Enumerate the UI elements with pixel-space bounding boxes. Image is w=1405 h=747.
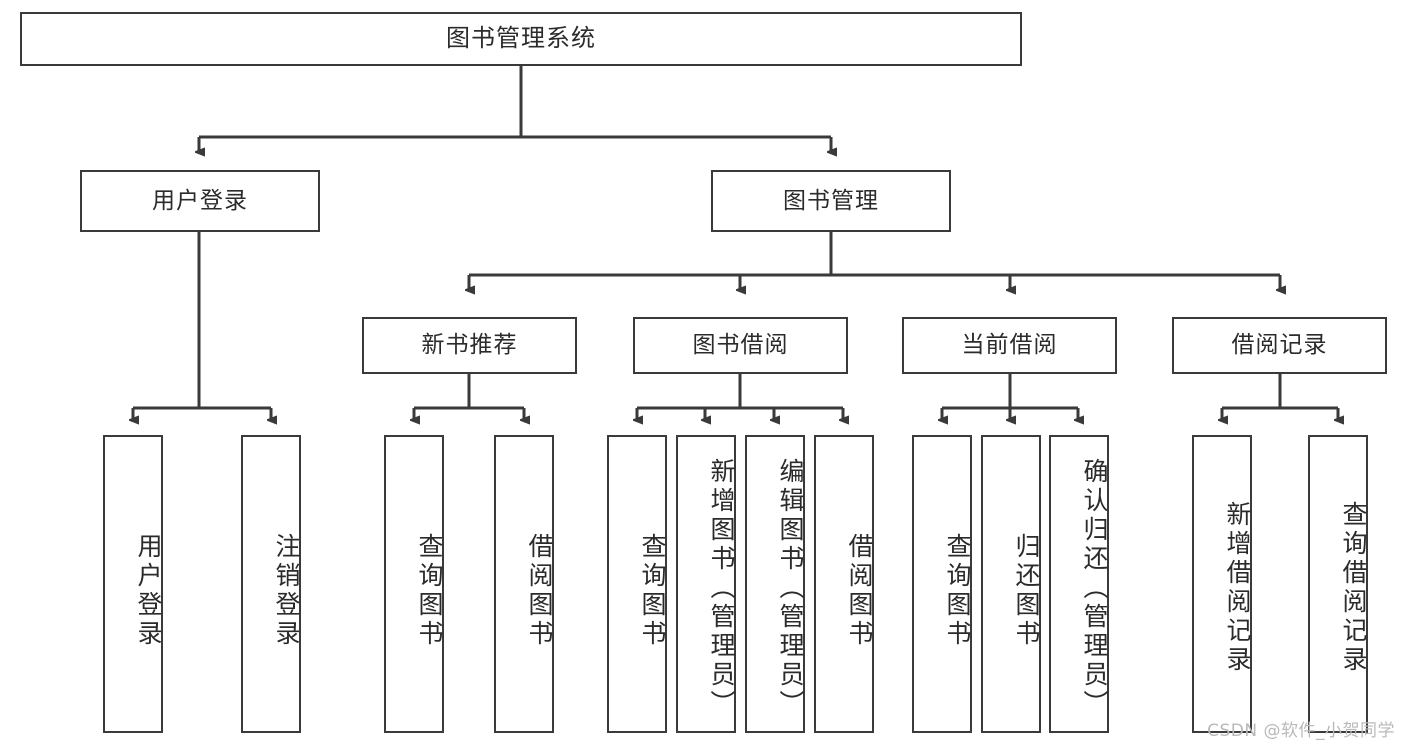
leaf-add-borrow-record[interactable]: 新增借阅记录 <box>1192 435 1252 733</box>
node-label: 借阅图书 <box>525 533 554 649</box>
node-borrow-records[interactable]: 借阅记录 <box>1172 317 1387 374</box>
node-current-borrow[interactable]: 当前借阅 <box>902 317 1117 374</box>
node-label: 借阅记录 <box>1231 332 1328 359</box>
node-new-book-recommendation[interactable]: 新书推荐 <box>362 317 577 374</box>
leaf-borrow-books[interactable]: 借阅图书 <box>814 435 874 733</box>
leaf-query-books-recommendation[interactable]: 查询图书 <box>384 435 444 733</box>
node-label: 新书推荐 <box>421 332 518 359</box>
leaf-query-borrow-record[interactable]: 查询借阅记录 <box>1308 435 1368 733</box>
node-label: 查询图书 <box>638 533 667 649</box>
node-label: 查询图书 <box>415 533 444 649</box>
leaf-query-books-borrow[interactable]: 查询图书 <box>607 435 667 733</box>
leaf-borrow-books-recommendation[interactable]: 借阅图书 <box>494 435 554 733</box>
node-label: 当前借阅 <box>961 332 1058 359</box>
node-root-book-management-system[interactable]: 图书管理系统 <box>20 12 1022 66</box>
leaf-query-books-current[interactable]: 查询图书 <box>912 435 972 733</box>
node-label: 用户登录 <box>134 533 163 649</box>
node-book-borrow[interactable]: 图书借阅 <box>633 317 848 374</box>
node-user-login[interactable]: 用户登录 <box>80 170 320 232</box>
node-label: 借阅图书 <box>845 533 874 649</box>
node-book-management[interactable]: 图书管理 <box>711 170 951 232</box>
leaf-return-books[interactable]: 归还图书 <box>981 435 1041 733</box>
node-label: 查询借阅记录 <box>1339 501 1368 675</box>
node-label: 新增借阅记录 <box>1223 501 1252 675</box>
node-label: 查询图书 <box>943 533 972 649</box>
node-label: 图书管理 <box>783 187 879 214</box>
node-label: 用户登录 <box>152 187 248 214</box>
leaf-logout[interactable]: 注销登录 <box>241 435 301 733</box>
node-label: 图书借阅 <box>692 332 789 359</box>
node-label: 新增图书（管理员） <box>707 457 736 719</box>
node-label: 确认归还（管理员） <box>1080 457 1109 719</box>
node-label: 注销登录 <box>272 533 301 649</box>
node-label: 归还图书 <box>1012 533 1041 649</box>
watermark: CSDN @软件_小贺同学 <box>1207 721 1395 741</box>
node-label: 编辑图书（管理员） <box>776 457 805 719</box>
leaf-confirm-return-admin[interactable]: 确认归还（管理员） <box>1049 435 1109 733</box>
leaf-edit-book-admin[interactable]: 编辑图书（管理员） <box>745 435 805 733</box>
node-label: 图书管理系统 <box>446 24 596 53</box>
leaf-user-login[interactable]: 用户登录 <box>103 435 163 733</box>
leaf-add-book-admin[interactable]: 新增图书（管理员） <box>676 435 736 733</box>
